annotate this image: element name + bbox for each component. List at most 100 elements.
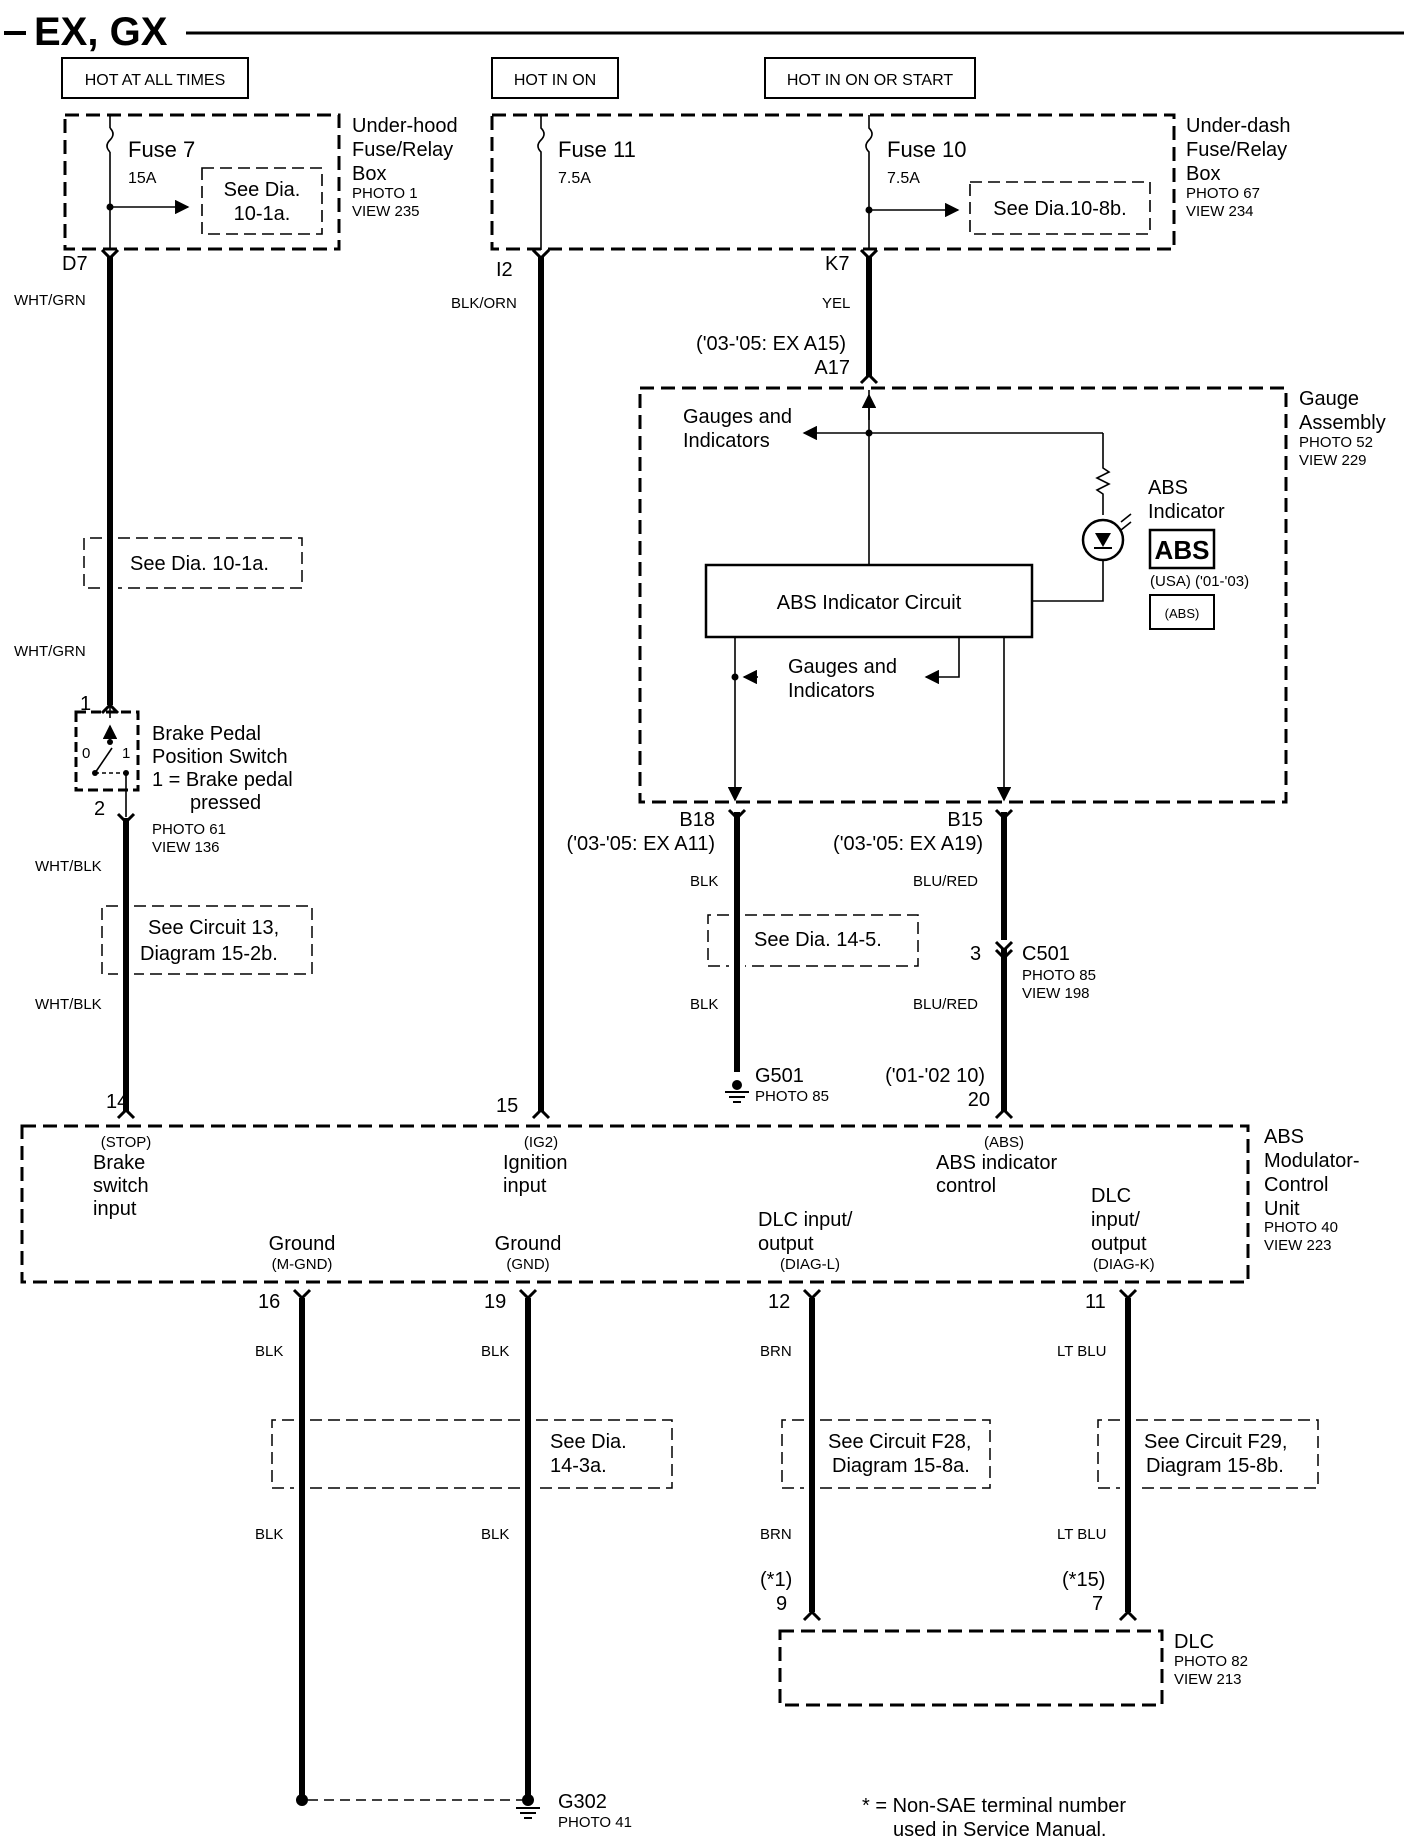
svg-text:Diagram 15-8b.: Diagram 15-8b. [1146,1455,1284,1477]
svg-text:19: 19 [484,1291,506,1313]
wire-label-lt-blu-2: LT BLU [1057,1526,1106,1543]
svg-text:ABS indicator: ABS indicator [936,1152,1058,1174]
svg-text:See Dia.: See Dia. [224,179,301,201]
gauge-alt-terminal: ('03-'05: EX A15) [696,333,846,355]
svg-text:Indicators: Indicators [788,680,875,702]
svg-text:Unit: Unit [1264,1198,1300,1220]
svg-text:VIEW 235: VIEW 235 [352,203,420,220]
see-circuit-f28-note: See Circuit F28, Diagram 15-8a. [781,1419,991,1489]
svg-text:output: output [758,1233,814,1255]
svg-text:See Dia.: See Dia. [550,1431,627,1453]
svg-text:Indicators: Indicators [683,430,770,452]
wire-wht-grn-brake [107,257,129,1112]
wire-label-blu-red-2: BLU/RED [913,996,978,1013]
svg-text:Indicator: Indicator [1148,501,1225,523]
svg-text:input/: input/ [1091,1209,1140,1231]
terminal-b18-alt: ('03-'05: EX A11) [567,833,715,855]
abs-symbol-icon: ABS [1155,535,1210,565]
svg-text:PHOTO 41: PHOTO 41 [558,1814,632,1831]
svg-text:PHOTO 85: PHOTO 85 [1022,967,1096,984]
wire-label-brn-2: BRN [760,1526,792,1543]
svg-text:ABS: ABS [1264,1126,1304,1148]
svg-text:input: input [503,1175,547,1197]
svg-text:ABS: ABS [1148,477,1188,499]
svg-text:14-3a.: 14-3a. [550,1455,607,1477]
svg-text:ABS Indicator Circuit: ABS Indicator Circuit [777,592,962,614]
svg-text:Modulator-: Modulator- [1264,1150,1360,1172]
svg-text:Control: Control [1264,1174,1328,1196]
power-label-hot-in-on: HOT IN ON [491,57,619,99]
gauge-terminal-a17: A17 [814,357,850,379]
svg-text:(DIAG-L): (DIAG-L) [780,1256,840,1273]
svg-text:Gauges and: Gauges and [788,656,897,678]
g501-ground: G501 PHOTO 85 [725,1065,829,1105]
svg-text:10-1a.: 10-1a. [234,203,291,225]
svg-text:1: 1 [122,745,130,762]
svg-text:(ABS): (ABS) [984,1134,1024,1151]
wire-label-yel: YEL [822,295,850,312]
svg-text:DLC: DLC [1174,1631,1214,1653]
svg-text:Gauges and: Gauges and [683,406,792,428]
wire-label-wht-blk-1: WHT/BLK [35,858,102,875]
svg-text:('01-'02 10): ('01-'02 10) [885,1065,985,1087]
abs-circle-icon: (ABS) [1165,606,1200,621]
svg-text:DLC: DLC [1091,1185,1131,1207]
svg-text:VIEW 229: VIEW 229 [1299,452,1367,469]
svg-text:VIEW 223: VIEW 223 [1264,1237,1332,1254]
svg-text:Box: Box [1186,163,1220,185]
footnote-line-1: * = Non-SAE terminal number [862,1795,1126,1817]
brake-pedal-position-switch: 0 1 1 2 Brake Pedal Position Switch 1 = … [74,693,293,856]
c501-connector: 3 C501 PHOTO 85 VIEW 198 [970,943,1096,1002]
svg-text:PHOTO 67: PHOTO 67 [1186,185,1260,202]
svg-text:(M-GND): (M-GND) [272,1256,333,1273]
svg-text:Brake: Brake [93,1152,145,1174]
svg-text:PHOTO 40: PHOTO 40 [1264,1219,1338,1236]
svg-text:0: 0 [82,745,90,762]
svg-text:G501: G501 [755,1065,804,1087]
svg-text:20: 20 [968,1089,990,1111]
wire-label-blk-4: BLK [481,1343,509,1360]
svg-text:See Dia. 14-5.: See Dia. 14-5. [754,929,882,951]
underdash-fuse-relay-box: Fuse 11 7.5A Fuse 10 7.5A See Dia.10-8b.… [490,113,1291,251]
see-circuit-f29-note: See Circuit F29, Diagram 15-8b. [1097,1419,1319,1489]
abs-indicator-circuit-box [704,563,1034,639]
svg-text:11: 11 [1085,1291,1106,1313]
svg-text:7.5A: 7.5A [887,170,920,187]
svg-text:15: 15 [496,1095,518,1117]
fuse7-label: Fuse 7 [128,137,195,162]
svg-text:output: output [1091,1233,1147,1255]
svg-text:14: 14 [106,1091,128,1113]
abs-modulator-control-unit: 14 15 ('01-'02 10) 20 (STOP) Brake switc… [20,1065,1360,1313]
svg-text:Under-hood: Under-hood [352,115,458,137]
svg-text:3: 3 [970,943,981,965]
svg-text:Brake Pedal: Brake Pedal [152,723,261,745]
wire-label-brn-1: BRN [760,1343,792,1360]
wire-label-blk-6: BLK [481,1526,509,1543]
terminal-b15: B15 [947,809,983,831]
svg-text:switch: switch [93,1175,149,1197]
svg-text:PHOTO 85: PHOTO 85 [755,1088,829,1105]
svg-text:See Circuit F28,: See Circuit F28, [828,1431,971,1453]
svg-text:PHOTO 82: PHOTO 82 [1174,1653,1248,1670]
svg-text:7: 7 [1092,1593,1103,1615]
connector-marks [100,248,1138,1622]
svg-text:15A: 15A [128,170,157,187]
svg-text:Assembly: Assembly [1299,412,1386,434]
terminal-d7: D7 [62,253,88,275]
svg-text:G302: G302 [558,1791,607,1813]
diagram-title: EX, GX [34,10,168,54]
svg-text:Gauge: Gauge [1299,388,1359,410]
see-dia-10-1a-note: See Dia. 10-1a. [83,537,303,589]
svg-text:PHOTO 1: PHOTO 1 [352,185,418,202]
svg-text:(USA) ('01-'03): (USA) ('01-'03) [1150,573,1249,590]
wire-label-lt-blu-1: LT BLU [1057,1343,1106,1360]
fuse10-label: Fuse 10 [887,137,967,162]
svg-text:pressed: pressed [190,792,261,814]
svg-text:Ground: Ground [495,1233,562,1255]
svg-text:Diagram 15-2b.: Diagram 15-2b. [140,943,278,965]
svg-text:(GND): (GND) [506,1256,549,1273]
svg-text:Under-dash: Under-dash [1186,115,1291,137]
svg-text:VIEW 198: VIEW 198 [1022,985,1090,1002]
svg-text:See Circuit 13,: See Circuit 13, [148,917,279,939]
